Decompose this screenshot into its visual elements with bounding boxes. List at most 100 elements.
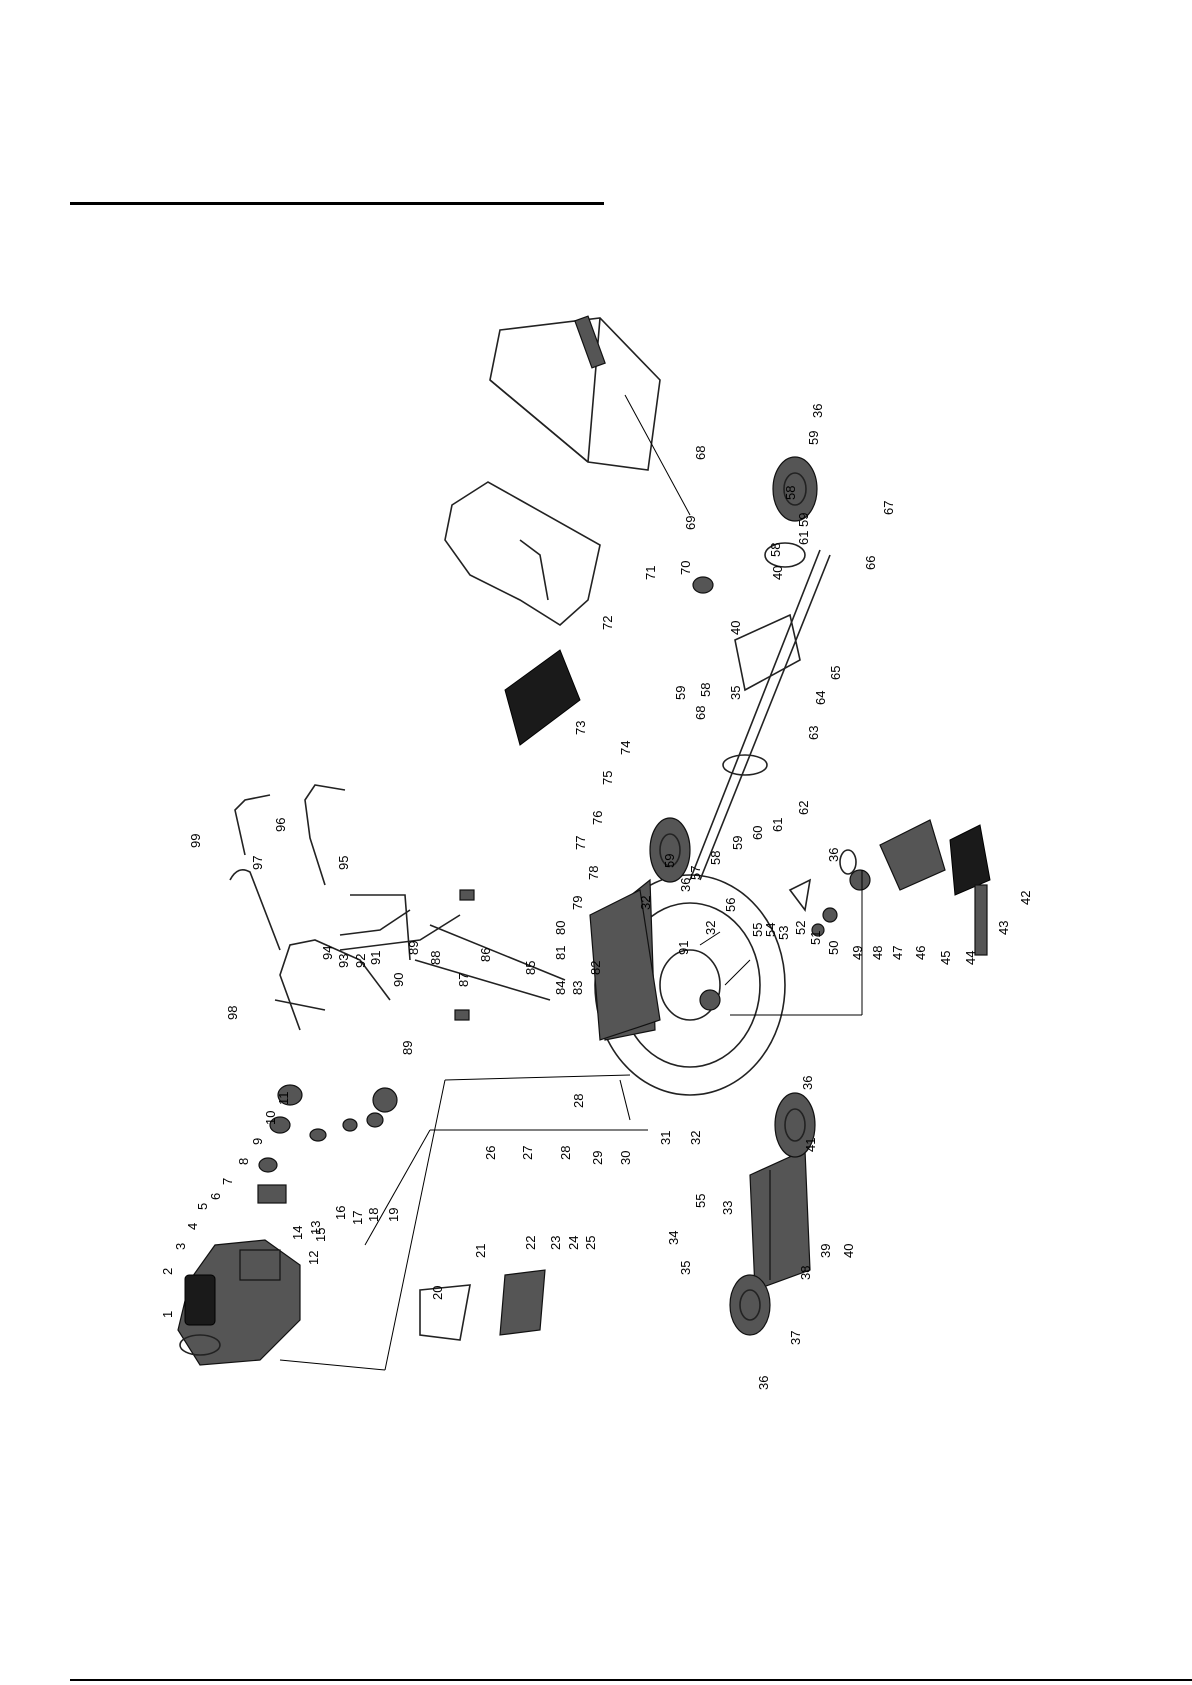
callout-89b: 89 (400, 1041, 415, 1055)
callout-35: 35 (678, 1261, 693, 1275)
callout-17: 17 (350, 1211, 365, 1225)
callout-23: 23 (548, 1236, 563, 1250)
callout-86: 86 (478, 948, 493, 962)
engine (177, 1239, 301, 1366)
callout-78: 78 (586, 866, 601, 880)
callout-60: 60 (750, 826, 765, 840)
mulching-plug (504, 649, 581, 746)
callout-77: 77 (573, 836, 588, 850)
callout-84: 84 (553, 981, 568, 995)
callout-64: 64 (813, 691, 828, 705)
footer-rule (70, 1679, 1192, 1681)
callout-40b: 40 (728, 621, 743, 635)
callout-6: 6 (208, 1193, 223, 1200)
callout-36b: 36 (800, 1076, 815, 1090)
callout-13: 13 (308, 1221, 323, 1235)
callout-93: 93 (336, 954, 351, 968)
callout-41: 41 (803, 1138, 818, 1152)
callout-49: 49 (850, 946, 865, 960)
callout-27: 27 (520, 1146, 535, 1160)
callout-50: 50 (826, 941, 841, 955)
callout-14: 14 (290, 1226, 305, 1240)
handle-assembly (234, 784, 566, 1031)
callout-34: 34 (666, 1231, 681, 1245)
callout-47: 47 (890, 946, 905, 960)
callout-68: 68 (693, 446, 708, 460)
callout-58d: 58 (783, 486, 798, 500)
upper-handle (229, 869, 411, 961)
callout-59b: 59 (662, 854, 677, 868)
callout-82: 82 (588, 961, 603, 975)
callout-67: 67 (881, 501, 896, 515)
callout-91b: 91 (676, 941, 691, 955)
callout-36e: 36 (810, 404, 825, 418)
callout-44: 44 (963, 951, 978, 965)
callout-63: 63 (806, 726, 821, 740)
callout-21: 21 (473, 1244, 488, 1258)
callout-4: 4 (185, 1223, 200, 1230)
callout-26: 26 (483, 1146, 498, 1160)
callout-75: 75 (600, 771, 615, 785)
callout-33: 33 (720, 1201, 735, 1215)
callout-32c: 32 (703, 921, 718, 935)
drive-parts (788, 878, 838, 937)
callout-83: 83 (570, 981, 585, 995)
callout-95: 95 (336, 856, 351, 870)
callout-73: 73 (573, 721, 588, 735)
callout-25: 25 (583, 1236, 598, 1250)
callout-58c: 58 (768, 543, 783, 557)
callout-59e: 59 (806, 431, 821, 445)
callout-10: 10 (263, 1111, 278, 1125)
leader-lines (279, 394, 863, 1371)
grass-bag-frame (444, 481, 601, 626)
callout-59c: 59 (673, 686, 688, 700)
callout-9: 9 (250, 1138, 265, 1145)
rear-deck-housing (589, 889, 661, 1041)
callout-56: 56 (723, 898, 738, 912)
callout-28b: 28 (571, 1094, 586, 1108)
callout-42: 42 (1018, 891, 1033, 905)
callout-31: 31 (658, 1131, 673, 1145)
callout-11: 11 (276, 1092, 291, 1106)
callout-19: 19 (386, 1208, 401, 1222)
callout-7: 7 (220, 1178, 235, 1185)
callout-2: 2 (160, 1268, 175, 1275)
callout-29: 29 (590, 1151, 605, 1165)
callout-88: 88 (428, 951, 443, 965)
callout-5: 5 (195, 1203, 210, 1210)
callout-3: 3 (173, 1243, 188, 1250)
callout-39: 39 (818, 1244, 833, 1258)
callout-66: 66 (863, 556, 878, 570)
callout-71: 71 (643, 566, 658, 580)
wheels (649, 456, 818, 1336)
callout-55: 55 (750, 923, 765, 937)
deflector (419, 1269, 546, 1341)
callout-52: 52 (793, 921, 808, 935)
callout-79: 79 (570, 896, 585, 910)
callout-30: 30 (618, 1151, 633, 1165)
callout-36d: 36 (678, 878, 693, 892)
callout-38: 38 (798, 1266, 813, 1280)
callout-40c: 40 (770, 566, 785, 580)
callout-89: 89 (406, 941, 421, 955)
callout-37: 37 (788, 1331, 803, 1345)
callout-32: 32 (688, 1131, 703, 1145)
callout-53: 53 (776, 926, 791, 940)
callout-48: 48 (870, 946, 885, 960)
callout-54: 54 (763, 923, 778, 937)
grass-bag (489, 315, 661, 471)
callout-45: 45 (938, 951, 953, 965)
callout-35b: 35 (728, 686, 743, 700)
callout-92: 92 (353, 954, 368, 968)
callout-68b: 68 (693, 706, 708, 720)
callout-91: 91 (368, 951, 383, 965)
callout-58: 58 (708, 851, 723, 865)
callout-58b: 58 (698, 683, 713, 697)
callout-61: 61 (770, 818, 785, 832)
callout-1: 1 (160, 1311, 175, 1318)
callout-61b: 61 (796, 531, 811, 545)
callout-labels: 1 2 3 4 5 6 7 8 9 10 11 12 13 14 15 16 1… (160, 404, 1033, 1390)
callout-18: 18 (366, 1208, 381, 1222)
engine-parts (257, 1084, 398, 1204)
